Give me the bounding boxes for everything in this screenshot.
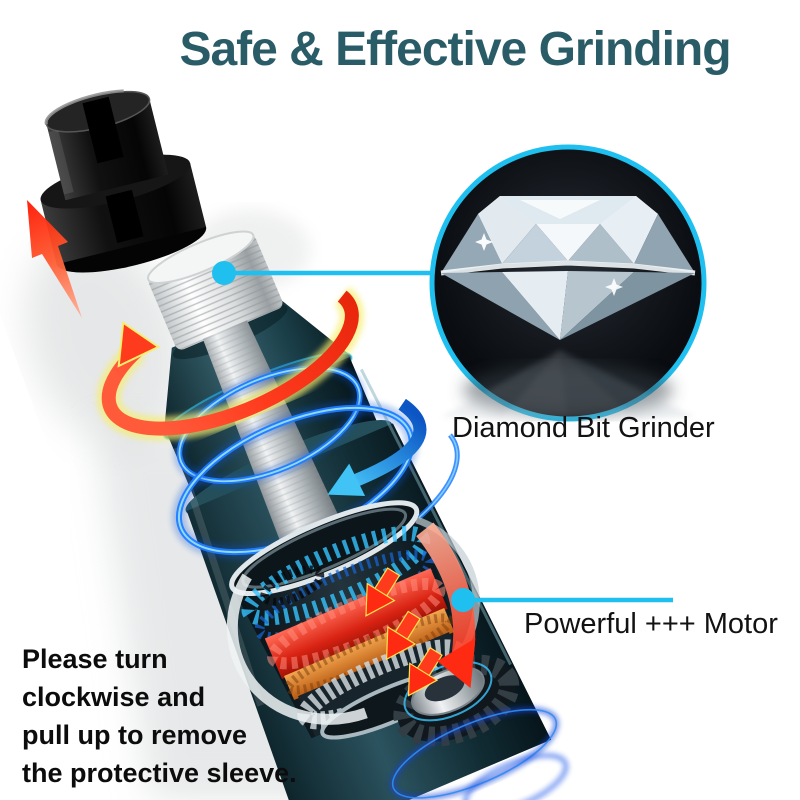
instruction-line: pull up to remove [22, 720, 248, 750]
motor-coil-red [264, 568, 448, 680]
page-title: Safe & Effective Grinding [179, 23, 731, 76]
bottom-rings [390, 707, 568, 800]
cap-slot-top [82, 96, 124, 164]
diamond-gem [440, 196, 696, 419]
instruction-line: Please turn [22, 644, 168, 674]
protective-cap [40, 89, 207, 273]
rotation-swirl-icon [96, 286, 364, 441]
usage-instructions: Please turn clockwise and pull up to rem… [22, 640, 297, 792]
cap-slot-front [105, 189, 144, 243]
blue-rotation-arrow-icon [327, 398, 427, 497]
diamond-inset [429, 144, 707, 422]
grinder-device [96, 230, 568, 800]
motor-callout [451, 588, 673, 612]
torque-arrows-icon [365, 522, 476, 697]
motor-label: Powerful +++ Motor [524, 608, 778, 640]
callout-dot [212, 261, 236, 285]
instruction-line: clockwise and [22, 682, 206, 712]
remove-arrow-icon [27, 200, 82, 318]
housing-cutaway-rim [226, 573, 368, 725]
instruction-line: the protective sleeve. [22, 758, 297, 788]
diamond-bit-label: Diamond Bit Grinder [452, 412, 715, 444]
callout-dot [451, 588, 475, 612]
diamond-bit-callout [212, 261, 440, 285]
